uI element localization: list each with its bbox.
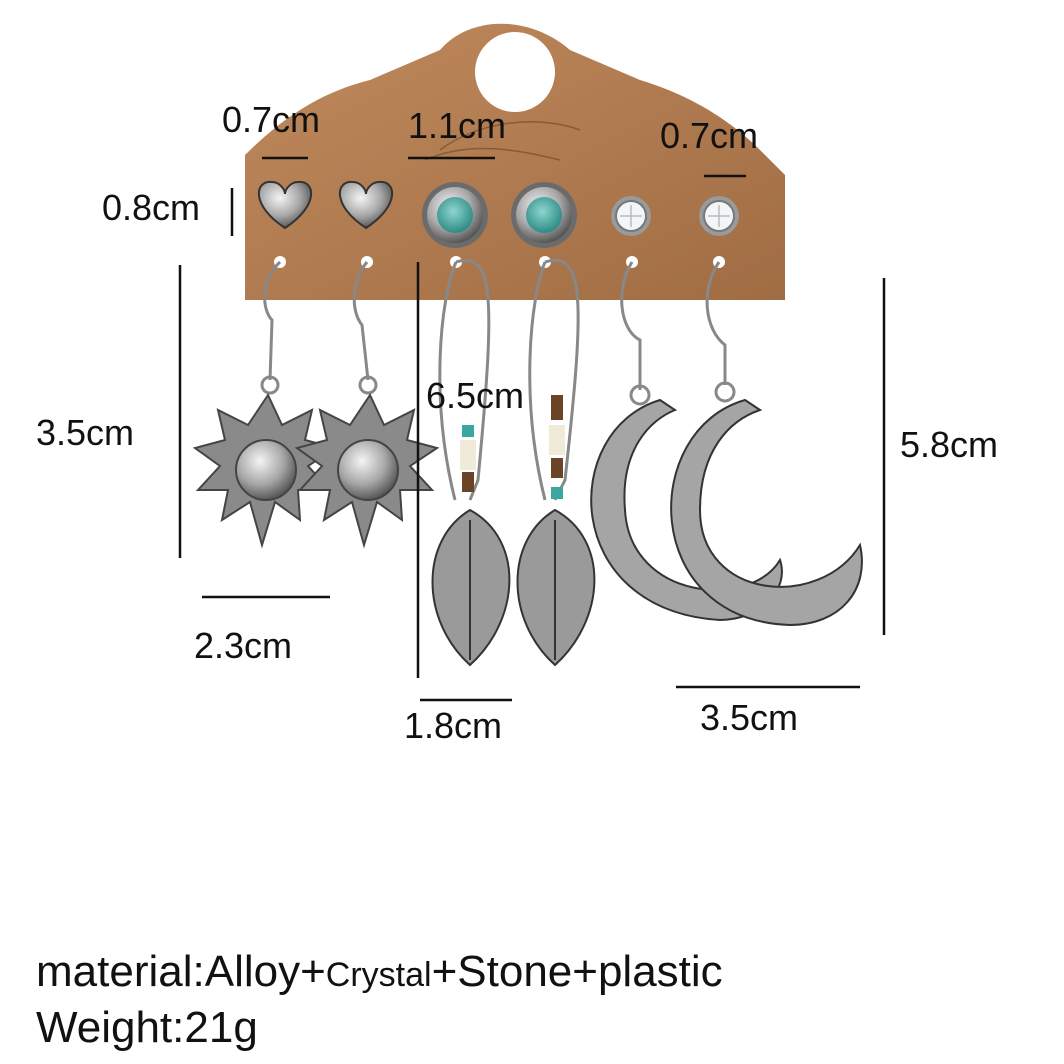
measurement-lines	[178, 156, 886, 702]
moon-height-label: 5.8cm	[900, 424, 999, 465]
leaf-earring-left	[431, 258, 511, 667]
card-print-hands	[424, 121, 581, 161]
heart-stud-height-label: 0.8cm	[102, 187, 201, 228]
leaf-earring-right	[516, 258, 596, 667]
moon-earring-left	[590, 261, 783, 622]
turquoise-stud-right	[511, 182, 577, 248]
sun-earring-right	[294, 261, 440, 549]
crystal-stud-left	[611, 196, 651, 236]
leaf-width-label: 1.8cm	[404, 705, 503, 746]
heart-stud-width-label: 0.7cm	[222, 99, 321, 140]
turquoise-stud-left	[422, 182, 488, 248]
leaf-height-label: 6.5cm	[426, 375, 525, 416]
sun-height-label: 3.5cm	[36, 412, 135, 453]
heart-stud-left	[258, 180, 312, 230]
sun-earring-left	[192, 260, 338, 549]
moon-width-label: 3.5cm	[700, 697, 799, 738]
material-spec: material:Alloy+Crystal+Stone+plastic	[36, 947, 723, 996]
display-card	[245, 23, 785, 300]
weight-spec: Weight:21g	[36, 1003, 258, 1052]
card-hang-hole	[475, 32, 555, 112]
moon-earring-right	[670, 261, 863, 627]
heart-stud-right	[339, 180, 393, 230]
sun-width-label: 2.3cm	[194, 625, 293, 666]
turquoise-stud-width-label: 1.1cm	[408, 105, 507, 146]
crystal-stud-width-label: 0.7cm	[660, 115, 759, 156]
crystal-stud-right	[699, 196, 739, 236]
